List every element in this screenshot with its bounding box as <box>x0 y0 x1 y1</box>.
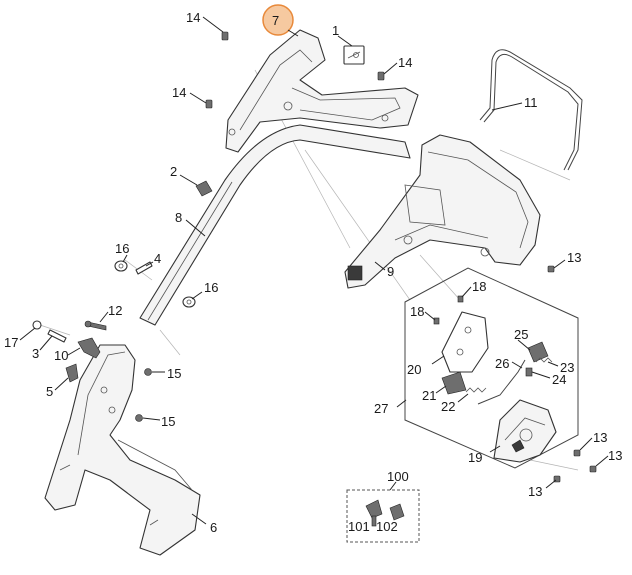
label-15b: 15 <box>161 414 175 429</box>
part-labels: 7 14 1 14 14 11 2 8 16 4 9 13 16 18 12 1… <box>4 10 622 535</box>
label-24: 24 <box>552 372 566 387</box>
part-16-washer-lower[interactable] <box>182 296 196 308</box>
label-26: 26 <box>495 356 509 371</box>
part-3-pin[interactable] <box>47 329 67 343</box>
part-15-screw-a[interactable] <box>144 368 152 376</box>
label-102: 102 <box>376 519 398 534</box>
part-5-clip[interactable] <box>65 363 79 383</box>
kit-100-box[interactable] <box>346 489 420 543</box>
label-13d: 13 <box>528 484 542 499</box>
label-16a: 16 <box>115 241 129 256</box>
part-15-screw-b[interactable] <box>135 414 143 422</box>
highlight-callout-7[interactable] <box>262 4 299 37</box>
part-1-sticker[interactable] <box>343 45 365 65</box>
part-17-nut[interactable] <box>32 320 42 330</box>
part-18-screw-a[interactable] <box>457 295 464 303</box>
label-20: 20 <box>407 362 421 377</box>
part-19-control-housing[interactable] <box>493 399 557 463</box>
label-16b: 16 <box>204 280 218 295</box>
part-16-washer-upper[interactable] <box>114 260 128 272</box>
label-15a: 15 <box>167 366 181 381</box>
label-25: 25 <box>514 327 528 342</box>
label-3: 3 <box>32 346 39 361</box>
label-9: 9 <box>387 264 394 279</box>
label-2: 2 <box>170 164 177 179</box>
label-22: 22 <box>441 399 455 414</box>
part-102-nut[interactable] <box>389 503 405 521</box>
label-101: 101 <box>348 519 370 534</box>
label-5: 5 <box>46 384 53 399</box>
label-100: 100 <box>387 469 409 484</box>
label-4: 4 <box>154 251 161 266</box>
part-6-lower-frame[interactable] <box>44 344 201 556</box>
part-10-lever[interactable] <box>77 337 101 359</box>
label-27: 27 <box>374 401 388 416</box>
label-13a: 13 <box>567 250 581 265</box>
part-18-screw-b[interactable] <box>433 317 440 325</box>
part-20-bracket[interactable] <box>441 311 489 373</box>
label-13c: 13 <box>608 448 622 463</box>
part-22-spring[interactable] <box>465 387 487 393</box>
part-23-spring[interactable] <box>535 357 553 363</box>
part-8-handle-tube[interactable] <box>139 124 411 326</box>
part-2-plug[interactable] <box>195 180 213 197</box>
label-21: 21 <box>422 388 436 403</box>
label-14c: 14 <box>172 85 186 100</box>
label-11: 11 <box>524 95 538 110</box>
part-9-handle-frame[interactable] <box>344 134 541 289</box>
label-19: 19 <box>468 450 482 465</box>
part-21-lever[interactable] <box>441 371 467 395</box>
part-14-screw-b[interactable] <box>377 71 385 81</box>
part-14-screw-a[interactable] <box>221 31 229 41</box>
part-12-bolt[interactable] <box>84 320 107 331</box>
part-13-screw-a[interactable] <box>547 265 555 273</box>
label-12: 12 <box>108 303 122 318</box>
label-17: 17 <box>4 335 18 350</box>
part-13-screw-c[interactable] <box>589 465 597 473</box>
part-7-upper-cover[interactable] <box>225 29 419 153</box>
label-14a: 14 <box>186 10 200 25</box>
part-13-screw-b[interactable] <box>573 449 581 457</box>
part-27-assembly-box[interactable] <box>404 267 579 469</box>
part-11-wire-bail[interactable] <box>479 49 583 171</box>
label-18b: 18 <box>410 304 424 319</box>
label-10: 10 <box>54 348 68 363</box>
label-13b: 13 <box>593 430 607 445</box>
part-14-screw-c[interactable] <box>205 99 213 109</box>
label-6: 6 <box>210 520 217 535</box>
leader-lines <box>19 16 609 525</box>
label-8: 8 <box>175 210 182 225</box>
part-24-bushing[interactable] <box>525 367 533 377</box>
label-18a: 18 <box>472 279 486 294</box>
part-25-clip[interactable] <box>527 341 549 363</box>
label-23: 23 <box>560 360 574 375</box>
part-101-bolt[interactable] <box>365 499 383 527</box>
label-1: 1 <box>332 23 339 38</box>
part-26-wire[interactable] <box>477 359 526 405</box>
label-14b: 14 <box>398 55 412 70</box>
label-7: 7 <box>272 13 279 28</box>
